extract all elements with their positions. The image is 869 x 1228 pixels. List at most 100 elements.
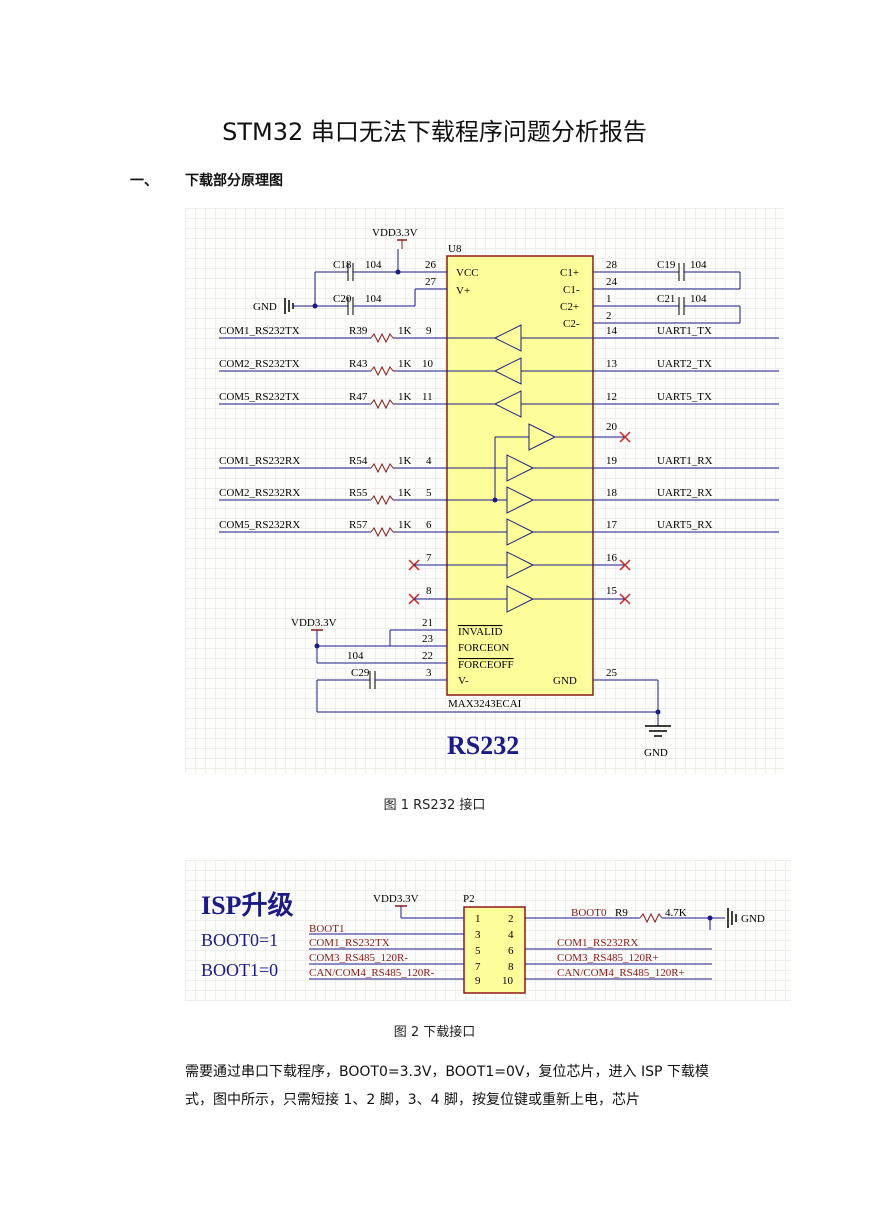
resistor-value: 1K — [398, 358, 412, 370]
chip-body — [446, 255, 594, 696]
pin-21: 21 — [422, 617, 433, 629]
c18-value: 104 — [365, 259, 382, 271]
right-net-label: UART2_RX — [657, 487, 713, 499]
pin-vminus-label: V- — [458, 675, 469, 687]
net-com1-rx: COM1_RS232RX — [557, 937, 638, 949]
pin-8: 8 — [508, 961, 514, 973]
pin-28: 28 — [606, 259, 618, 271]
vdd-top-label: VDD3.3V — [372, 227, 418, 239]
gnd-label: GND — [741, 913, 765, 925]
chip-ref: U8 — [448, 243, 462, 255]
section-number: 一、 — [130, 173, 158, 189]
net-com3-rs485-minus: COM3_RS485_120R- — [309, 952, 408, 964]
pin-3: 3 — [426, 667, 432, 679]
c20-value: 104 — [365, 293, 382, 305]
pin-25: 25 — [606, 667, 618, 679]
connector-pins: 1 3 5 7 9 2 4 6 8 10 — [475, 913, 514, 987]
c21-label: C21 — [657, 293, 675, 305]
pin-1: 1 — [475, 913, 481, 925]
figure2-caption: 图 2 下载接口 — [393, 1025, 476, 1040]
pin-16: 16 — [606, 552, 618, 564]
net-com3-rs485-plus: COM3_RS485_120R+ — [557, 952, 659, 964]
left-net-label: COM5_RS232RX — [219, 519, 300, 531]
unused-row-2: 8 15 — [408, 585, 631, 613]
net-can-com4-minus: CAN/COM4_RS485_120R- — [309, 967, 435, 979]
pin-19: 19 — [606, 455, 618, 467]
tx-row-3: COM5_RS232TX R47 1K 11 12 UART5_TX — [219, 390, 779, 418]
resistor-value: 1K — [398, 519, 412, 531]
vdd-label: VDD3.3V — [373, 893, 419, 905]
pin-4: 4 — [426, 455, 432, 467]
c18-label: C18 — [333, 259, 352, 271]
section-title: 下载部分原理图 — [185, 173, 283, 189]
pin-20: 20 — [606, 421, 618, 433]
figure1-caption: 图 1 RS232 接口 — [383, 798, 486, 813]
c29-label: C29 — [351, 667, 370, 679]
pin-24: 24 — [606, 276, 618, 288]
pin-9: 9 — [475, 975, 481, 987]
resistor-ref: R43 — [349, 358, 368, 370]
pin-vplus-label: V+ — [456, 285, 470, 297]
c29-value: 104 — [347, 650, 364, 662]
resistor-r9-ref: R9 — [615, 907, 628, 919]
pin-26: 26 — [425, 259, 437, 271]
section-heading: 一、 下载部分原理图 — [130, 170, 283, 190]
c20-label: C20 — [333, 293, 352, 305]
pin-23: 23 — [422, 633, 434, 645]
pin-10: 10 — [422, 358, 434, 370]
left-net-label: COM1_RS232RX — [219, 455, 300, 467]
pin-2: 2 — [508, 913, 514, 925]
boot1-note: BOOT1=0 — [201, 960, 278, 980]
resistor-ref: R47 — [349, 391, 368, 403]
right-net-label: UART1_RX — [657, 455, 713, 467]
rs232-schematic: U8 MAX3243ECAI VDD3.3V 26 VCC 27 V+ C18 … — [219, 227, 779, 760]
rs232-schematic-figure: U8 MAX3243ECAI VDD3.3V 26 VCC 27 V+ C18 … — [185, 208, 784, 773]
resistor-value: 1K — [398, 391, 412, 403]
net-boot0: BOOT0 — [571, 907, 607, 919]
body-paragraph: 需要通过串口下载程序，BOOT0=3.3V，BOOT1=0V，复位芯片，进入 I… — [185, 1064, 709, 1108]
resistor-ref: R55 — [349, 487, 368, 499]
rx-row-3: COM5_RS232RX R57 1K 6 17 UART5_RX — [219, 518, 779, 546]
pin-6: 6 — [508, 945, 514, 957]
pin-invalid-label: INVALID — [458, 626, 502, 638]
pin-4: 4 — [508, 929, 514, 941]
gnd-left-label: GND — [253, 301, 277, 313]
pin-2: 2 — [606, 310, 612, 322]
net-boot1: BOOT1 — [309, 923, 344, 935]
pin-17: 17 — [606, 519, 618, 531]
rx-row-2: COM2_RS232RX R55 1K 5 18 UART2_RX — [219, 486, 779, 514]
gnd-bottom-label: GND — [644, 747, 668, 759]
net-com1-tx: COM1_RS232TX — [309, 937, 390, 949]
pin-10: 10 — [502, 975, 514, 987]
isp-download-figure: ISP升级 BOOT0=1 BOOT1=0 VDD3.3V P2 1 3 5 7… — [185, 860, 791, 1001]
net-can-com4-plus: CAN/COM4_RS485_120R+ — [557, 967, 685, 979]
pin-7: 7 — [426, 552, 432, 564]
connector-ref: P2 — [463, 893, 475, 905]
resistor-value: 1K — [398, 325, 412, 337]
pin-c1p-label: C1+ — [560, 267, 579, 279]
pin-5: 5 — [475, 945, 481, 957]
isp-title: ISP升级 — [201, 890, 293, 920]
right-net-label: UART2_TX — [657, 358, 712, 370]
tx-row-1: COM1_RS232TX R39 1K 9 14 UART1_TX — [219, 324, 779, 352]
pin-18: 18 — [606, 487, 618, 499]
right-net-label: UART1_TX — [657, 325, 712, 337]
unused-row-1: 7 16 — [408, 551, 631, 579]
left-net-label: COM2_RS232TX — [219, 358, 300, 370]
c19-label: C19 — [657, 259, 676, 271]
right-net-label: UART5_RX — [657, 519, 713, 531]
c21-value: 104 — [690, 293, 707, 305]
vdd-bottom-label: VDD3.3V — [291, 617, 337, 629]
right-net-label: UART5_TX — [657, 391, 712, 403]
resistor-value: 1K — [398, 487, 412, 499]
document-title: STM32 串口无法下载程序问题分析报告 — [222, 118, 647, 146]
pin-11: 11 — [422, 391, 433, 403]
left-net-label: COM2_RS232RX — [219, 487, 300, 499]
resistor-value: 1K — [398, 455, 412, 467]
pin-c2p-label: C2+ — [560, 301, 579, 313]
left-net-label: COM1_RS232TX — [219, 325, 300, 337]
chip-part: MAX3243ECAI — [448, 698, 522, 710]
pin-forceoff-label: FORCEOFF — [458, 659, 514, 671]
pin-14: 14 — [606, 325, 618, 337]
pin-gnd-label: GND — [553, 675, 577, 687]
